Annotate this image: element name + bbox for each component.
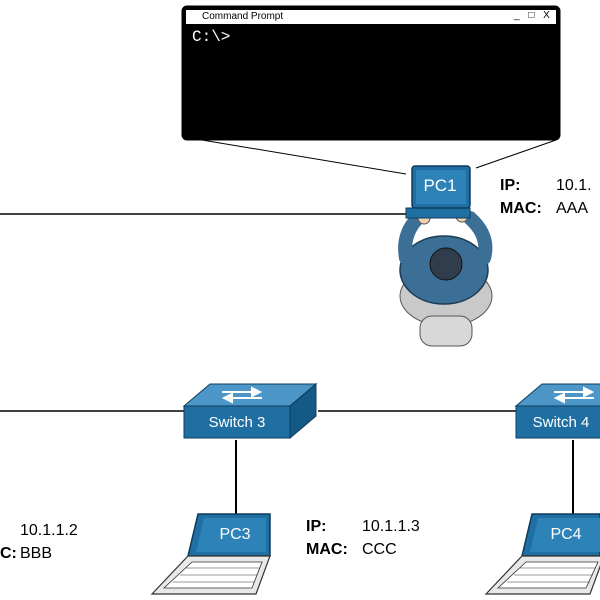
switch-3[interactable] bbox=[182, 382, 318, 440]
pc2-ip-value: 10.1.1.2 bbox=[20, 522, 78, 539]
pc3-mac-label: MAC: bbox=[306, 541, 348, 558]
command-prompt-title: Command Prompt bbox=[202, 11, 284, 22]
command-prompt-window[interactable] bbox=[181, 5, 561, 141]
pc3-mac-value: CCC bbox=[362, 541, 397, 558]
pc4-label: PC4 bbox=[550, 526, 582, 543]
pc3-ip-label: IP: bbox=[306, 518, 327, 535]
window-controls[interactable]: _ □ X bbox=[514, 10, 553, 21]
pc4-laptop[interactable] bbox=[484, 513, 600, 595]
pc2-mac-value: BBB bbox=[20, 545, 53, 562]
switch-4[interactable] bbox=[514, 383, 600, 439]
pc1-label: PC1 bbox=[423, 176, 457, 195]
command-prompt-text[interactable]: C:\> bbox=[192, 28, 231, 46]
pc3-ip-value: 10.1.1.3 bbox=[362, 518, 420, 535]
zoom-line-left bbox=[201, 139, 407, 175]
pc1-computer[interactable] bbox=[405, 165, 471, 219]
pc3-label: PC3 bbox=[219, 526, 251, 543]
pc1-mac-value: AAA bbox=[556, 200, 589, 217]
pc1-ip-value: 10.1. bbox=[556, 177, 592, 194]
switch4-label: Switch 4 bbox=[532, 414, 590, 431]
pc1-ip-label: IP: bbox=[500, 177, 521, 194]
pc1-mac-label: MAC: bbox=[500, 200, 542, 217]
switch3-label: Switch 3 bbox=[208, 414, 266, 431]
zoom-line-right bbox=[475, 139, 557, 169]
pc3-laptop[interactable] bbox=[150, 513, 271, 595]
user-at-pc1 bbox=[398, 209, 493, 347]
pc2-mac-label: C: bbox=[0, 545, 17, 562]
